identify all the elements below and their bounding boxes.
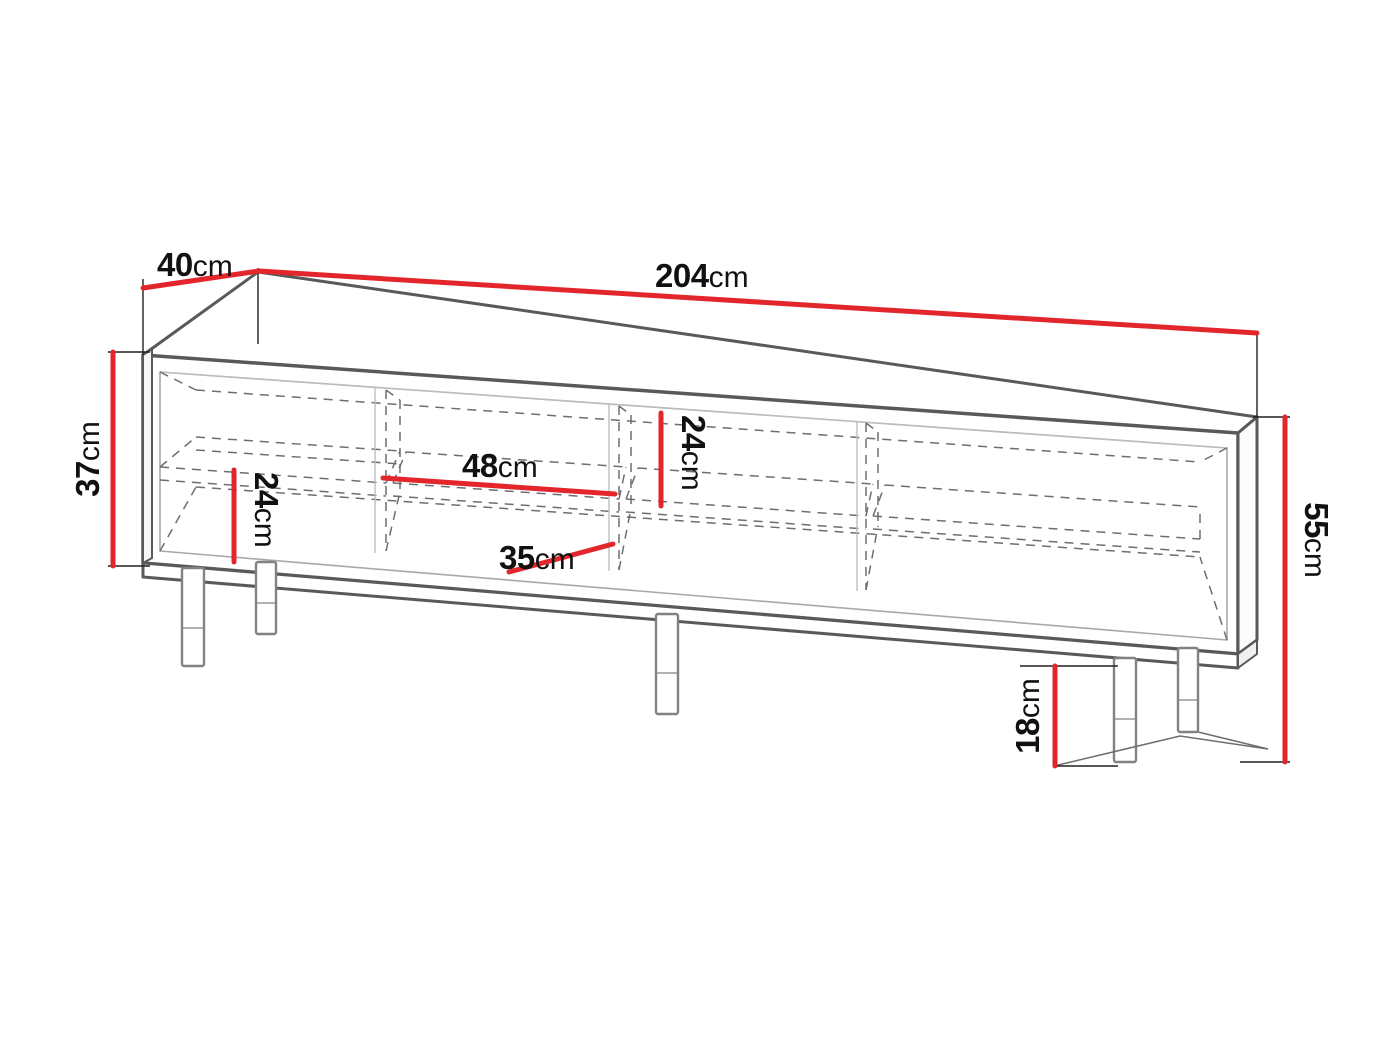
dimension-total-height-55: 55cm bbox=[1240, 414, 1335, 765]
dimension-label-carcass-height: 37cm bbox=[69, 421, 106, 497]
interior-right-receding-floor bbox=[1199, 556, 1228, 641]
cabinet-carcass bbox=[141, 270, 1259, 670]
divider-1-top bbox=[385, 389, 401, 401]
shelf-mid1-thickness bbox=[392, 495, 620, 513]
dim-line-depth-40 bbox=[140, 268, 262, 291]
dimension-label-total-height: 55cm bbox=[1298, 502, 1335, 578]
divider-1-bottom bbox=[385, 491, 401, 552]
dimension-label-shelf-depth: 35cm bbox=[499, 539, 575, 576]
dimension-label-depth: 40cm bbox=[157, 246, 233, 283]
cabinet-legs bbox=[180, 560, 1200, 764]
interior-back-top-line bbox=[195, 389, 1201, 463]
dimension-carcass-height-37: 37cm bbox=[69, 349, 150, 569]
shelf-mid2-back-edge bbox=[637, 467, 874, 485]
leg-front-left bbox=[180, 566, 206, 668]
cabinet-inner-top-band bbox=[159, 371, 1228, 449]
shelf-left-front-edge bbox=[159, 466, 387, 484]
divider-2-top bbox=[618, 405, 632, 416]
leg-back-left bbox=[254, 560, 278, 636]
shelf-mid1-back-edge bbox=[405, 451, 627, 468]
shelf-mid2-front-edge bbox=[625, 498, 867, 517]
shelf-left-back-edge bbox=[195, 436, 401, 452]
divider-3-bottom bbox=[865, 525, 879, 591]
shelf-left-return-a bbox=[159, 436, 197, 468]
shelf-right-return-a bbox=[872, 484, 886, 517]
dimension-label-leg-height: 18cm bbox=[1009, 678, 1046, 754]
dimension-label-shelf-width: 48cm bbox=[462, 447, 538, 484]
dim-line-48 bbox=[380, 475, 618, 497]
shelf-mid2-thickness bbox=[625, 511, 867, 530]
shelf-mid1-front-edge bbox=[392, 482, 620, 500]
interior-right-receding-edge bbox=[1199, 447, 1228, 463]
cabinet-base-underside bbox=[1237, 639, 1258, 669]
dimension-depth-40: 40cm bbox=[140, 246, 262, 355]
cabinet-interior-hidden-lines bbox=[159, 371, 1228, 641]
shelf-right-back-edge bbox=[884, 484, 1201, 508]
dimension-mid-compartment-24: 24cm bbox=[658, 410, 712, 509]
dimension-label-width: 204cm bbox=[655, 257, 749, 294]
divider-3-top bbox=[865, 422, 879, 433]
shelf-mid1-return-b bbox=[618, 466, 627, 500]
shelf-mid2-return-a bbox=[625, 467, 639, 500]
floor-reference-lines bbox=[1053, 731, 1269, 767]
divider-2-bottom bbox=[618, 507, 632, 571]
floor-line-far-right bbox=[1197, 731, 1269, 750]
shelf-right-thickness bbox=[872, 528, 1201, 553]
dim-line-35 bbox=[506, 541, 616, 575]
shelf-left-thickness-back bbox=[195, 449, 401, 465]
interior-back-floor-line bbox=[195, 486, 1201, 558]
cabinet-left-side-panel bbox=[142, 348, 153, 564]
dimension-label-left-compartment: 24cm bbox=[248, 472, 285, 548]
leg-front-right bbox=[1112, 656, 1138, 764]
interior-left-receding-edge bbox=[159, 371, 197, 391]
dimension-left-compartment-24: 24cm bbox=[231, 467, 285, 565]
dim-line-width-204 bbox=[256, 268, 1260, 336]
shelf-right-front-edge bbox=[872, 515, 1201, 540]
floor-line-right bbox=[1053, 735, 1269, 767]
dimension-leg-height-18: 18cm bbox=[1009, 663, 1118, 769]
shelf-mid2-return-b bbox=[865, 483, 874, 517]
leg-front-center bbox=[654, 612, 680, 716]
dimension-shelf-depth-35: 35cm bbox=[499, 539, 616, 576]
interior-left-receding-floor bbox=[159, 486, 197, 552]
dimension-shelf-width-48: 48cm bbox=[380, 447, 618, 497]
cabinet-right-side-panel bbox=[1236, 415, 1259, 656]
dimension-label-mid-compartment: 24cm bbox=[675, 415, 712, 491]
dimension-width-204: 204cm bbox=[256, 257, 1260, 417]
shelf-left-thickness-front bbox=[159, 479, 387, 497]
leg-back-right bbox=[1176, 646, 1200, 734]
